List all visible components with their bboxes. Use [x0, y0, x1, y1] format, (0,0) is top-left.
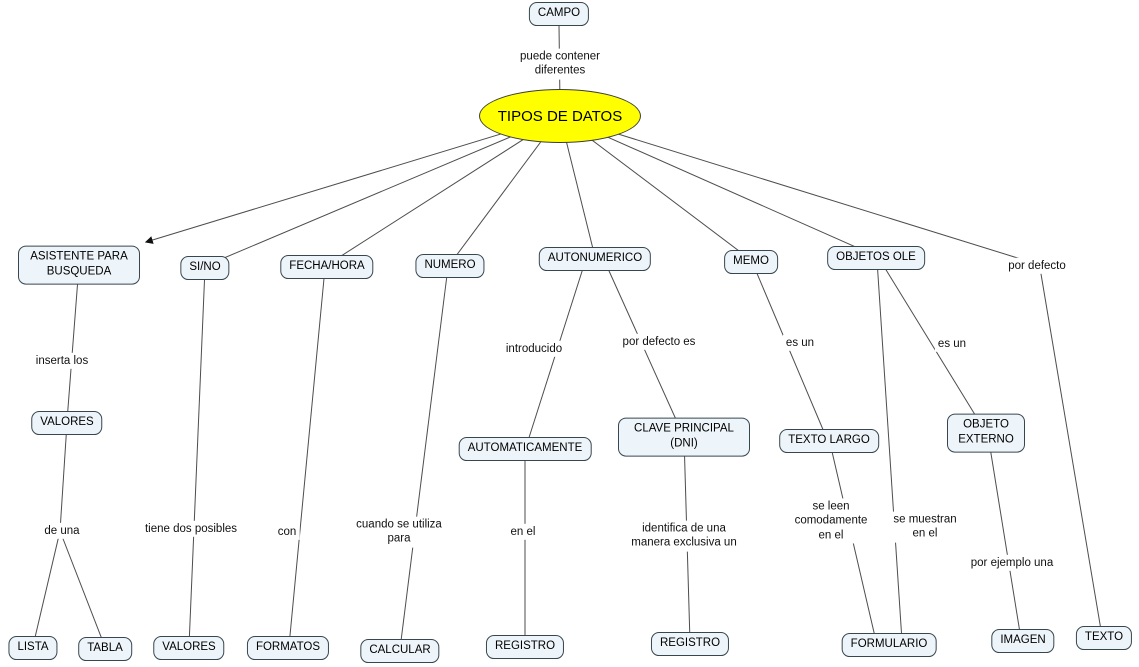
- connector-numero-calcular: [399, 266, 449, 650]
- linking-phrase-es-un-ole: es un: [934, 335, 970, 353]
- concept-memo[interactable]: MEMO: [724, 250, 778, 274]
- connector-objetosole-formulario: [876, 259, 903, 642]
- linking-phrase-puede-contener: puede contener diferentes: [512, 48, 608, 80]
- connector-pordefecto-texto: [1039, 267, 1103, 637]
- concept-tabla[interactable]: TABLA: [78, 637, 132, 661]
- connector-valores-deuna: [59, 422, 68, 532]
- linking-phrase-de-una: de una: [41, 522, 83, 540]
- connector-tipos-pordefecto: [559, 115, 1038, 265]
- concept-valores-busqueda[interactable]: VALORES: [31, 411, 103, 435]
- concept-tipos-de-datos[interactable]: TIPOS DE DATOS: [479, 89, 641, 143]
- connector-sino-valores: [188, 267, 206, 647]
- linking-phrase-en-el: en el: [507, 523, 539, 541]
- concept-registro-automatico[interactable]: REGISTRO: [485, 635, 565, 659]
- concept-automaticamente[interactable]: AUTOMATICAMENTE: [458, 437, 592, 461]
- linking-phrase-cuando-se-utiliza-para: cuando se utiliza para: [345, 516, 453, 548]
- connector-fechahora-formatos: [288, 267, 326, 647]
- linking-phrase-por-defecto: por defecto: [1005, 257, 1069, 275]
- linking-phrase-introducido: introducido: [502, 340, 566, 358]
- connector-deuna-tabla: [59, 530, 106, 648]
- concept-autonumerico[interactable]: AUTONUMERICO: [538, 247, 652, 271]
- linking-phrase-con: con: [274, 523, 300, 541]
- linking-phrase-es-un-memo: es un: [782, 334, 818, 352]
- linking-phrase-se-muestran-en-el: se muestran en el: [888, 511, 962, 543]
- connector-deuna-lista: [32, 530, 61, 647]
- concept-fecha-hora[interactable]: FECHA/HORA: [280, 255, 374, 279]
- connector-tipos-sino: [204, 115, 561, 267]
- connector-objetoexterno-imagen: [987, 434, 1022, 640]
- linking-phrase-tiene-dos-posibles: tiene dos posibles: [141, 520, 241, 538]
- connector-memo-textolargo: [752, 263, 828, 440]
- concept-valores-si-no[interactable]: VALORES: [153, 636, 225, 660]
- concept-numero[interactable]: NUMERO: [415, 254, 485, 278]
- concept-calcular[interactable]: CALCULAR: [360, 639, 440, 663]
- concept-texto[interactable]: TEXTO: [1075, 626, 1133, 650]
- concept-imagen[interactable]: IMAGEN: [991, 629, 1055, 653]
- concept-formulario[interactable]: FORMULARIO: [841, 633, 937, 657]
- connector-objetosole-objetoexterno: [879, 259, 986, 432]
- linking-phrase-por-defecto-es: por defecto es: [619, 333, 699, 351]
- concept-clave-principal[interactable]: CLAVE PRINCIPAL (DNI): [618, 417, 750, 457]
- concept-objeto-externo[interactable]: OBJETO EXTERNO: [947, 413, 1025, 453]
- concept-si-no[interactable]: SI/NO: [180, 256, 230, 280]
- connector-asistente-valores: [66, 264, 80, 422]
- linking-phrase-por-ejemplo-una: por ejemplo una: [967, 554, 1057, 572]
- concept-formatos[interactable]: FORMATOS: [246, 636, 330, 660]
- connector-tipos-asistente: [144, 115, 561, 244]
- linking-phrase-inserta-los: inserta los: [32, 352, 92, 370]
- concept-objetos-ole[interactable]: OBJETOS OLE: [827, 246, 925, 270]
- concept-asistente-para-busqueda[interactable]: ASISTENTE PARA BUSQUEDA: [18, 245, 140, 285]
- concept-campo[interactable]: CAMPO: [528, 2, 590, 26]
- concept-lista[interactable]: LISTA: [8, 636, 58, 660]
- concept-registro-clave[interactable]: REGISTRO: [650, 632, 730, 656]
- linking-phrase-se-leen-comodamente: se leen comodamente en el: [789, 498, 873, 544]
- concept-texto-largo[interactable]: TEXTO LARGO: [779, 429, 879, 453]
- linking-phrase-identifica-registro: identifica de una manera exclusiva un: [622, 520, 746, 552]
- connector-tipos-objetosole: [559, 115, 877, 257]
- connector-tipos-fechahora: [326, 115, 561, 266]
